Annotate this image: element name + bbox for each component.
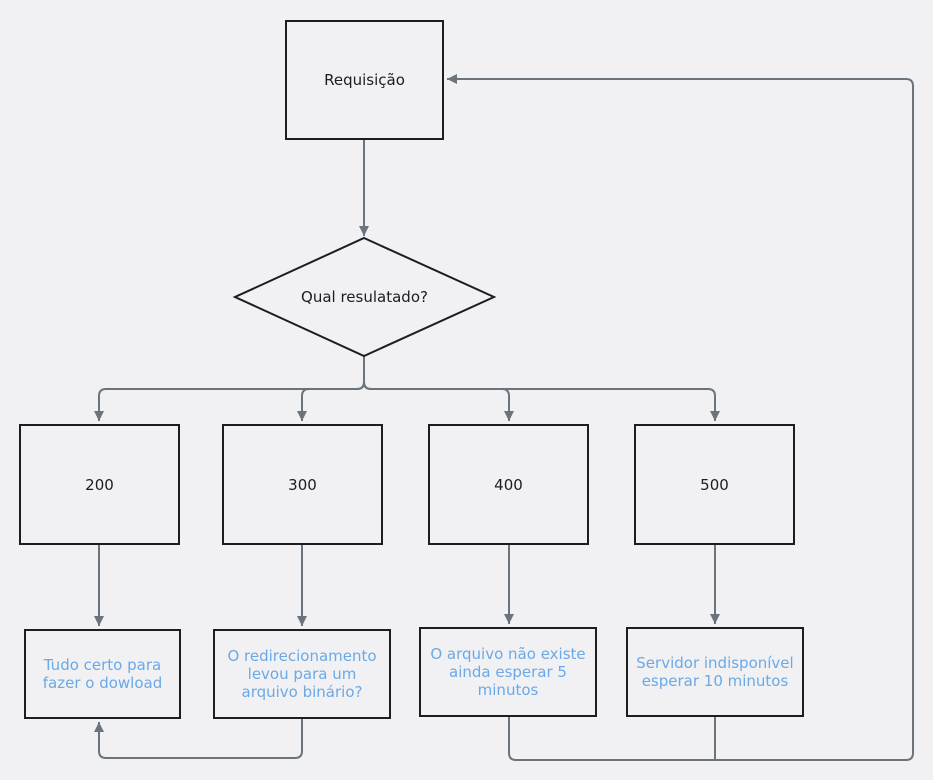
status-label-200: 200 [85,475,114,494]
decision-diamond [232,236,497,358]
result-label-200: Tudo certo para fazer o dowload [42,656,163,692]
status-node-500: 500 [634,424,795,545]
result-label-500: Servidor indisponível esperar 10 minutos [636,654,794,690]
result-label-300: O redirecionamento levou para um arquivo… [227,647,377,701]
edge-300-result-to-200-result [94,719,303,759]
status-node-200: 200 [19,424,180,545]
status-node-400: 400 [428,424,589,545]
status-label-300: 300 [288,475,317,494]
edge-retry-loop-to-start [447,74,914,761]
status-label-500: 500 [700,475,729,494]
edge-decision-to-500 [363,356,720,421]
start-node-label: Requisição [324,71,405,89]
result-node-400: O arquivo não existe ainda esperar 5 min… [419,627,597,717]
result-label-400: O arquivo não existe ainda esperar 5 min… [430,645,586,699]
result-node-200: Tudo certo para fazer o dowload [24,629,181,719]
start-node: Requisição [285,20,444,140]
result-node-500: Servidor indisponível esperar 10 minutos [626,627,804,717]
decision-node-label: Qual resulatado? [301,288,428,306]
status-node-300: 300 [222,424,383,545]
edge-decision-to-300 [297,356,365,421]
status-label-400: 400 [494,475,523,494]
result-node-300: O redirecionamento levou para um arquivo… [213,629,391,719]
